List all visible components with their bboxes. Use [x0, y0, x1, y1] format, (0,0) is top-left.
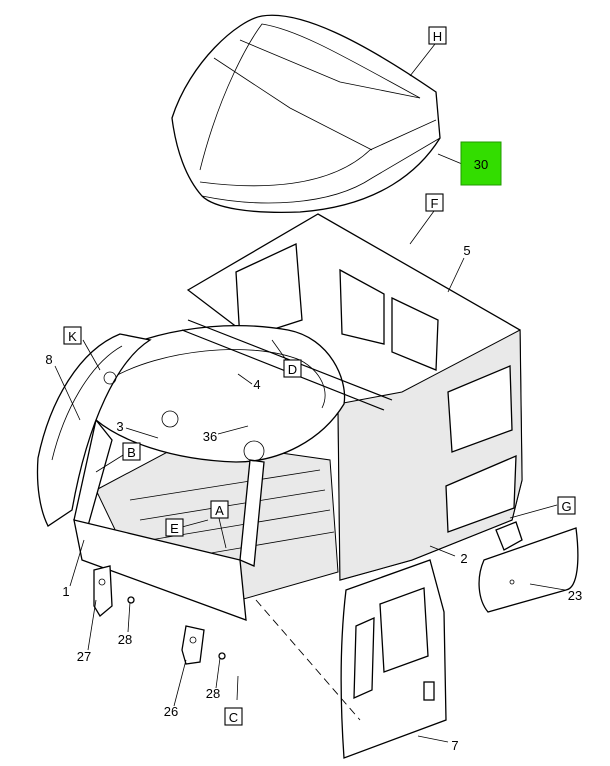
bolt-28-b [218, 652, 226, 660]
roof-cap [171, 14, 441, 213]
callout-number-7: 7 [451, 738, 458, 753]
bracket-27 [93, 565, 113, 617]
callout-number-36: 36 [203, 429, 217, 444]
callout-letter-a-box [210, 500, 229, 519]
callout-number-5: 5 [463, 243, 470, 258]
bracket-26 [181, 625, 205, 665]
cab-body [73, 213, 523, 621]
leader-lines [54, 43, 566, 743]
callout-30-highlight [460, 141, 502, 186]
callout-number-8: 8 [45, 352, 52, 367]
callout-letter-c-box [224, 707, 243, 726]
callout-letter-g-box [557, 496, 576, 515]
callout-number-4: 4 [253, 377, 260, 392]
callout-letter-f: F [431, 196, 439, 211]
callout-30-label: 30 [474, 157, 488, 172]
callout-letter-b-box [122, 442, 141, 461]
callout-letter-d: D [288, 362, 297, 377]
callout-number-28-a: 28 [118, 632, 132, 647]
callout-letter-b: B [127, 445, 136, 460]
callout-number-27: 27 [77, 649, 91, 664]
access-panel [478, 521, 579, 613]
callout-letter-a: A [215, 503, 224, 518]
left-door [36, 333, 152, 527]
callout-letter-d-box [283, 359, 302, 378]
bolt-28-a [127, 596, 135, 604]
callout-letter-h: H [433, 29, 442, 44]
callout-number-28-b: 28 [206, 686, 220, 701]
callout-letter-g: G [561, 499, 571, 514]
callout-number-2: 2 [460, 551, 467, 566]
callout-letter-f-box [425, 193, 444, 212]
callout-letter-e: E [170, 521, 179, 536]
callout-number-3: 3 [116, 419, 123, 434]
callout-letter-c: C [229, 710, 238, 725]
callout-letter-e-box [165, 518, 184, 537]
callout-number-26: 26 [164, 704, 178, 719]
callout-number-1: 1 [62, 584, 69, 599]
callout-letter-h-box [428, 26, 447, 45]
callout-letter-k-box [63, 326, 82, 345]
callout-letter-k: K [68, 329, 77, 344]
callout-number-23: 23 [568, 588, 582, 603]
right-door [340, 559, 447, 759]
hinge-line [255, 599, 361, 721]
